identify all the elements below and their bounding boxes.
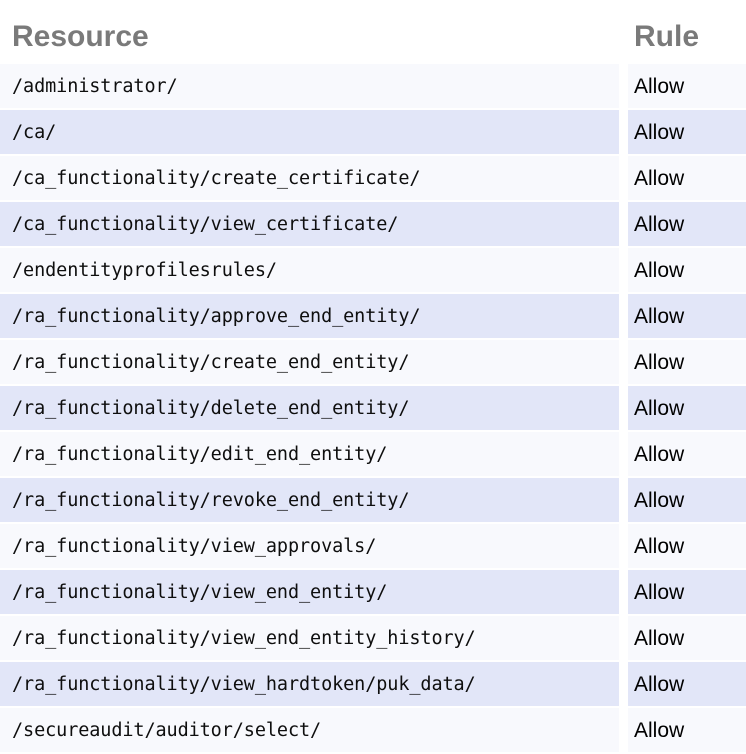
cell-rule: Allow (628, 478, 746, 522)
cell-rule: Allow (628, 570, 746, 614)
table-row[interactable]: /ra_functionality/delete_end_entity/Allo… (0, 386, 746, 430)
cell-resource: /endentityprofilesrules/ (0, 248, 619, 292)
cell-rule: Allow (628, 248, 746, 292)
column-header-spacer (619, 20, 628, 62)
cell-rule: Allow (628, 708, 746, 752)
cell-resource: /ra_functionality/view_approvals/ (0, 524, 619, 568)
cell-resource: /ra_functionality/delete_end_entity/ (0, 386, 619, 430)
cell-resource: /ra_functionality/edit_end_entity/ (0, 432, 619, 476)
table-row[interactable]: /ra_functionality/view_approvals/Allow (0, 524, 746, 568)
table-row[interactable]: /ra_functionality/view_end_entity_histor… (0, 616, 746, 660)
table-row[interactable]: /ra_functionality/view_hardtoken/puk_dat… (0, 662, 746, 706)
cell-spacer (619, 432, 628, 476)
cell-rule: Allow (628, 616, 746, 660)
table-header: Resource Rule (0, 20, 746, 62)
table-row[interactable]: /ra_functionality/revoke_end_entity/Allo… (0, 478, 746, 522)
cell-spacer (619, 64, 628, 108)
cell-spacer (619, 616, 628, 660)
cell-rule: Allow (628, 156, 746, 200)
cell-spacer (619, 294, 628, 338)
cell-rule: Allow (628, 294, 746, 338)
cell-spacer (619, 524, 628, 568)
table-row[interactable]: /ca_functionality/view_certificate/Allow (0, 202, 746, 246)
cell-rule: Allow (628, 524, 746, 568)
cell-spacer (619, 386, 628, 430)
table-body: /administrator/Allow/ca/Allow/ca_functio… (0, 64, 746, 752)
cell-resource: /ca/ (0, 110, 619, 154)
cell-spacer (619, 478, 628, 522)
cell-rule: Allow (628, 662, 746, 706)
table-row[interactable]: /ra_functionality/approve_end_entity/All… (0, 294, 746, 338)
cell-resource: /ra_functionality/view_end_entity_histor… (0, 616, 619, 660)
cell-spacer (619, 248, 628, 292)
cell-rule: Allow (628, 110, 746, 154)
cell-rule: Allow (628, 202, 746, 246)
cell-spacer (619, 202, 628, 246)
cell-spacer (619, 570, 628, 614)
cell-resource: /ra_functionality/view_end_entity/ (0, 570, 619, 614)
cell-resource: /ra_functionality/approve_end_entity/ (0, 294, 619, 338)
cell-spacer (619, 340, 628, 384)
cell-rule: Allow (628, 432, 746, 476)
access-rules-table: Resource Rule /administrator/Allow/ca/Al… (0, 18, 746, 754)
cell-resource: /ra_functionality/create_end_entity/ (0, 340, 619, 384)
cell-spacer (619, 156, 628, 200)
table-row[interactable]: /ca_functionality/create_certificate/All… (0, 156, 746, 200)
table-row[interactable]: /ca/Allow (0, 110, 746, 154)
column-header-rule: Rule (628, 20, 746, 62)
cell-rule: Allow (628, 64, 746, 108)
table-row[interactable]: /endentityprofilesrules/Allow (0, 248, 746, 292)
cell-rule: Allow (628, 340, 746, 384)
cell-resource: /ra_functionality/revoke_end_entity/ (0, 478, 619, 522)
cell-rule: Allow (628, 386, 746, 430)
cell-resource: /ca_functionality/view_certificate/ (0, 202, 619, 246)
table-row[interactable]: /administrator/Allow (0, 64, 746, 108)
cell-resource: /secureaudit/auditor/select/ (0, 708, 619, 752)
table-row[interactable]: /ra_functionality/view_end_entity/Allow (0, 570, 746, 614)
table-row[interactable]: /secureaudit/auditor/select/Allow (0, 708, 746, 752)
cell-spacer (619, 708, 628, 752)
cell-spacer (619, 110, 628, 154)
table-row[interactable]: /ra_functionality/create_end_entity/Allo… (0, 340, 746, 384)
cell-resource: /ca_functionality/create_certificate/ (0, 156, 619, 200)
cell-resource: /ra_functionality/view_hardtoken/puk_dat… (0, 662, 619, 706)
table-header-row: Resource Rule (0, 20, 746, 62)
cell-spacer (619, 662, 628, 706)
table-row[interactable]: /ra_functionality/edit_end_entity/Allow (0, 432, 746, 476)
column-header-resource: Resource (0, 20, 619, 62)
cell-resource: /administrator/ (0, 64, 619, 108)
